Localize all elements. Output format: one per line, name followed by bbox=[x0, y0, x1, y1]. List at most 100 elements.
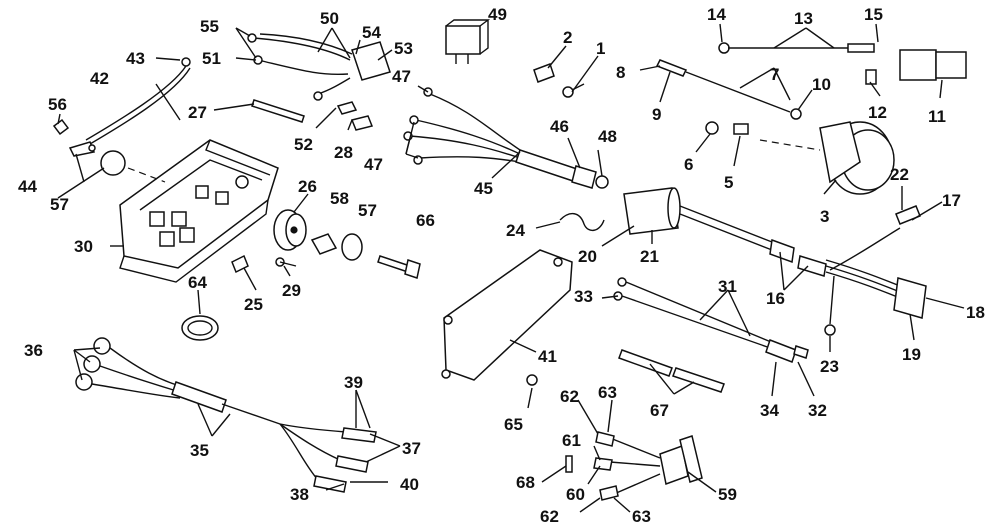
rod-27-drawing bbox=[251, 99, 305, 123]
sleeve-67-drawing bbox=[618, 349, 725, 393]
switch-59-drawing bbox=[565, 431, 703, 501]
label-27: 27 bbox=[188, 103, 207, 122]
washer-57b-drawing bbox=[341, 233, 363, 261]
label-56: 56 bbox=[48, 95, 67, 114]
label-67: 67 bbox=[650, 401, 669, 420]
label-52: 52 bbox=[294, 135, 313, 154]
ground-strap-drawing bbox=[52, 57, 191, 157]
label-68: 68 bbox=[516, 473, 535, 492]
label-30: 30 bbox=[74, 237, 93, 256]
label-65: 65 bbox=[504, 415, 523, 434]
label-40: 40 bbox=[400, 475, 419, 494]
label-38: 38 bbox=[290, 485, 309, 504]
label-49: 49 bbox=[488, 5, 507, 24]
harness-21-drawing bbox=[623, 187, 927, 336]
label-10: 10 bbox=[812, 75, 831, 94]
sleeve-58-drawing bbox=[310, 233, 338, 255]
label-12: 12 bbox=[868, 103, 887, 122]
label-51: 51 bbox=[202, 49, 221, 68]
label-53: 53 bbox=[394, 39, 413, 58]
label-15: 15 bbox=[864, 5, 883, 24]
label-47-lower: 47 bbox=[364, 155, 383, 174]
label-31: 31 bbox=[718, 277, 737, 296]
part-drawings bbox=[52, 19, 967, 501]
screw-29-drawing bbox=[275, 257, 297, 267]
label-66: 66 bbox=[416, 211, 435, 230]
label-62-upper: 62 bbox=[560, 387, 579, 406]
label-3: 3 bbox=[820, 207, 829, 226]
plate-41-drawing bbox=[441, 249, 573, 381]
label-54: 54 bbox=[362, 23, 381, 42]
label-18: 18 bbox=[966, 303, 985, 322]
label-43: 43 bbox=[126, 49, 145, 68]
label-24: 24 bbox=[506, 221, 525, 240]
label-35: 35 bbox=[190, 441, 209, 460]
label-13: 13 bbox=[794, 9, 813, 28]
harness-35-drawing bbox=[75, 337, 377, 493]
label-19: 19 bbox=[902, 345, 921, 364]
harness-50-drawing bbox=[247, 33, 391, 131]
bulb-6-drawing bbox=[705, 121, 719, 135]
label-17: 17 bbox=[942, 191, 961, 210]
bolt-66-drawing bbox=[377, 255, 421, 279]
label-55: 55 bbox=[200, 17, 219, 36]
label-63-upper: 63 bbox=[598, 383, 617, 402]
relay-49-drawing bbox=[445, 19, 491, 64]
sensor-31-drawing bbox=[613, 277, 809, 363]
label-33: 33 bbox=[574, 287, 593, 306]
label-39: 39 bbox=[344, 373, 363, 392]
cable-7-drawing bbox=[655, 59, 802, 120]
label-11: 11 bbox=[928, 107, 946, 126]
label-41: 41 bbox=[538, 347, 557, 366]
clamp-64-drawing bbox=[181, 315, 219, 341]
label-62-lower: 62 bbox=[540, 507, 559, 526]
label-64: 64 bbox=[188, 273, 207, 292]
label-34: 34 bbox=[760, 401, 779, 420]
label-28: 28 bbox=[334, 143, 353, 162]
gauge-3-drawing bbox=[759, 121, 895, 195]
label-5: 5 bbox=[724, 173, 733, 192]
label-61: 61 bbox=[562, 431, 581, 450]
label-44: 44 bbox=[18, 177, 37, 196]
cable-13-drawing bbox=[718, 42, 967, 85]
label-1: 1 bbox=[596, 39, 605, 58]
label-22: 22 bbox=[890, 165, 909, 184]
label-7: 7 bbox=[770, 65, 779, 84]
label-57-right: 57 bbox=[358, 201, 377, 220]
label-8: 8 bbox=[616, 63, 625, 82]
label-14: 14 bbox=[707, 5, 726, 24]
screw-65-drawing bbox=[526, 374, 538, 386]
label-47-upper: 47 bbox=[392, 67, 411, 86]
housing-30-drawing bbox=[119, 139, 279, 283]
grommet-26-drawing bbox=[273, 209, 307, 251]
label-63-lower: 63 bbox=[632, 507, 651, 526]
label-60: 60 bbox=[566, 485, 585, 504]
screw-1-drawing bbox=[562, 83, 585, 98]
harness-45-drawing bbox=[403, 87, 609, 189]
label-21: 21 bbox=[640, 247, 659, 266]
label-6: 6 bbox=[684, 155, 693, 174]
label-9: 9 bbox=[652, 105, 661, 124]
label-46: 46 bbox=[550, 117, 569, 136]
label-16: 16 bbox=[766, 289, 785, 308]
part-2-drawing bbox=[533, 63, 555, 83]
clip-24-drawing bbox=[559, 213, 605, 231]
label-32: 32 bbox=[808, 401, 827, 420]
label-36: 36 bbox=[24, 341, 43, 360]
label-42: 42 bbox=[90, 69, 109, 88]
label-59: 59 bbox=[718, 485, 737, 504]
leader-lines bbox=[57, 23, 965, 513]
part-labels: 1 2 3 5 6 7 8 9 10 11 12 13 14 15 16 17 … bbox=[18, 5, 985, 526]
part-5-drawing bbox=[733, 123, 749, 135]
label-20: 20 bbox=[578, 247, 597, 266]
label-58: 58 bbox=[330, 189, 349, 208]
label-23: 23 bbox=[820, 357, 839, 376]
label-25: 25 bbox=[244, 295, 263, 314]
label-2: 2 bbox=[563, 28, 572, 47]
label-29: 29 bbox=[282, 281, 301, 300]
label-48: 48 bbox=[598, 127, 617, 146]
label-50: 50 bbox=[320, 9, 339, 28]
label-37: 37 bbox=[402, 439, 421, 458]
label-26: 26 bbox=[298, 177, 317, 196]
